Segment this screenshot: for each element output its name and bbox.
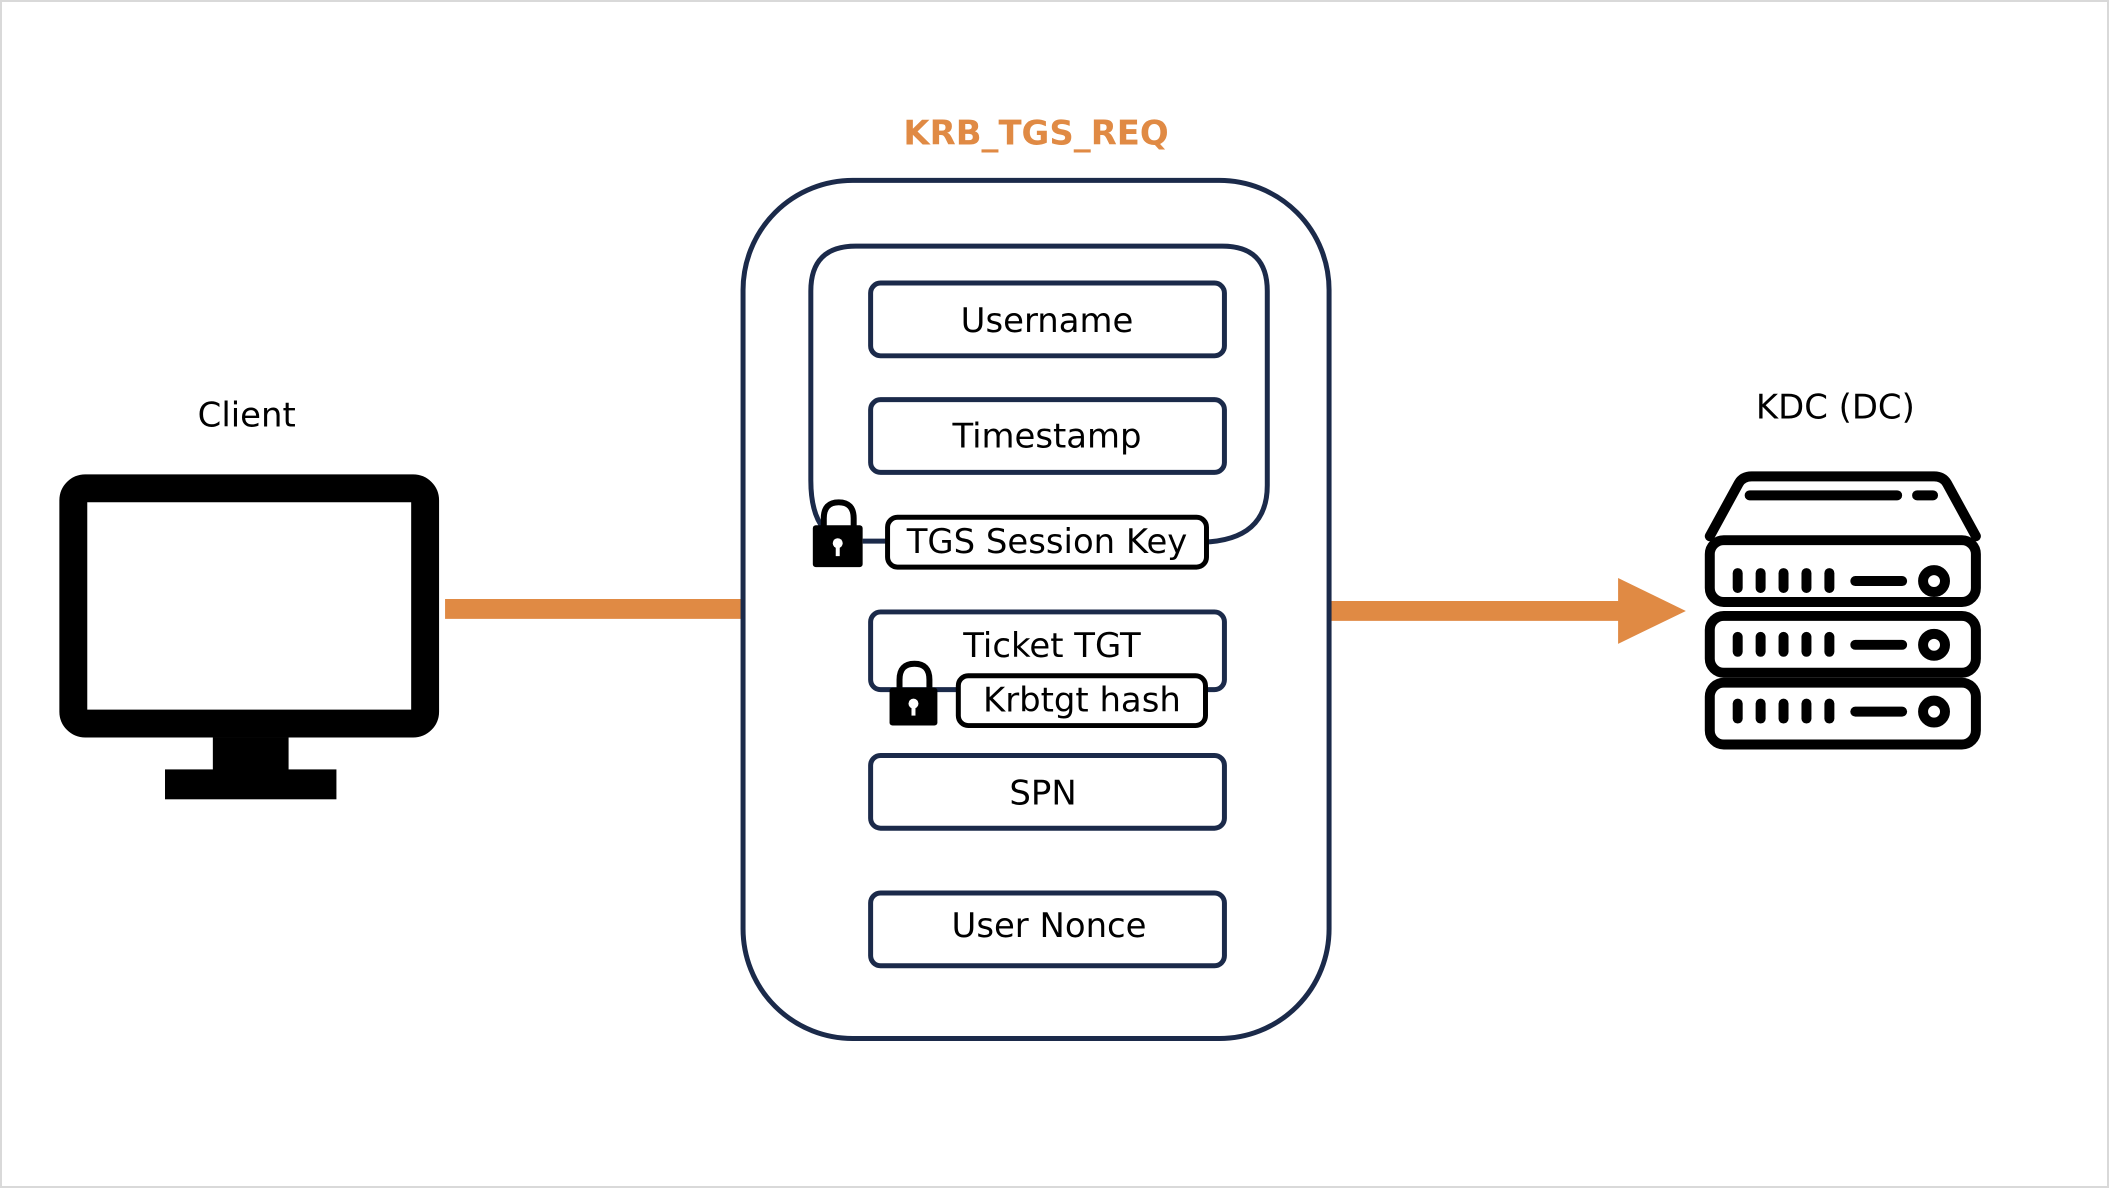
timestamp-field (868, 397, 1227, 475)
diagram-title: KRB_TGS_REQ (903, 114, 1168, 153)
tgs-session-key-field (885, 514, 1209, 570)
krbtgt-hash-label: Krbtgt hash (983, 681, 1181, 720)
username-field (868, 280, 1227, 359)
request-to-kdc-arrow (1329, 578, 1686, 644)
tgs-session-key-label: TGS Session Key (906, 522, 1188, 561)
padlock-icon (812, 499, 863, 568)
username-label: Username (961, 301, 1134, 340)
spn-label: SPN (1009, 773, 1076, 812)
client-label: Client (198, 396, 296, 435)
spn-field (868, 752, 1227, 831)
computer-monitor-icon (59, 474, 440, 800)
user-nonce-label: User Nonce (952, 906, 1147, 945)
server-rack-icon (1704, 471, 1981, 750)
timestamp-label: Timestamp (951, 416, 1141, 455)
krbtgt-hash-field (955, 673, 1208, 729)
ticket-tgt-label: Ticket TGT (962, 626, 1141, 665)
padlock-icon (889, 660, 938, 726)
authenticator-container (808, 243, 1270, 545)
user-nonce-field (868, 890, 1227, 969)
kdc-label: KDC (DC) (1756, 388, 1915, 427)
